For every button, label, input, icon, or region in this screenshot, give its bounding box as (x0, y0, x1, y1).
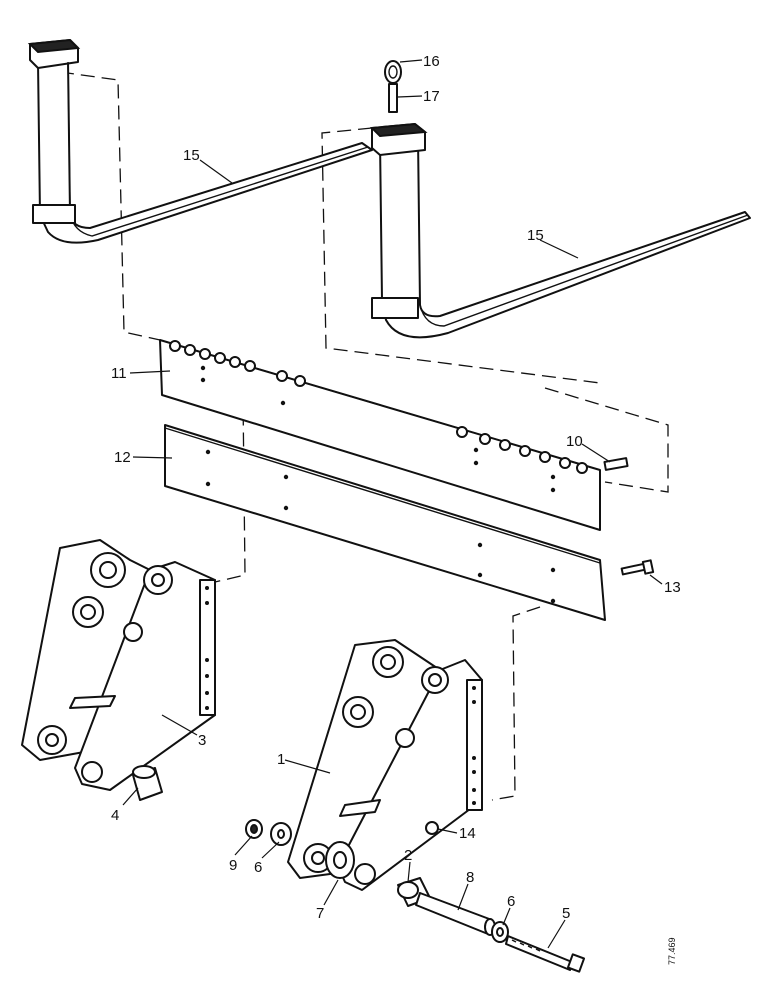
callout-6-right: 6 (507, 893, 515, 910)
nut-14 (425, 821, 439, 835)
callout-15-left: 15 (183, 147, 200, 164)
upper-carriage-bar (159, 339, 601, 531)
drawing-code: 77.469 (667, 937, 677, 965)
bolt-13 (620, 559, 655, 576)
callout-13: 13 (664, 579, 681, 596)
callout-8: 8 (466, 869, 474, 886)
locking-pin (603, 457, 629, 471)
callout-3: 3 (198, 732, 206, 749)
callout-14: 14 (459, 825, 476, 842)
nut-9 (245, 819, 263, 839)
callout-12: 12 (114, 449, 131, 466)
fork-tine-left (27, 38, 373, 244)
roller-7 (325, 841, 355, 879)
callout-15-right: 15 (527, 227, 544, 244)
left-bracket-assembly (21, 539, 216, 791)
right-bracket-assembly (287, 639, 483, 891)
bolt-5 (505, 935, 586, 973)
callout-6-left: 6 (254, 859, 262, 876)
ring-pin (384, 60, 402, 113)
callout-9: 9 (229, 857, 237, 874)
callout-5: 5 (562, 905, 570, 922)
washer-6-right (491, 921, 509, 943)
callout-4: 4 (111, 807, 119, 824)
washer-6-left (270, 822, 292, 846)
callout-17: 17 (423, 88, 440, 105)
callout-labels: 16 17 15 15 11 12 10 13 3 4 1 9 6 7 2 8 … (111, 53, 681, 922)
callout-16: 16 (423, 53, 440, 70)
bushing-4 (132, 765, 163, 801)
lower-carriage-bar (164, 424, 606, 621)
callout-2: 2 (404, 847, 412, 864)
callout-1: 1 (277, 751, 285, 768)
fork-tine-right (369, 122, 751, 339)
callout-7: 7 (316, 905, 324, 922)
shaft-8 (415, 892, 496, 936)
callout-11: 11 (111, 365, 127, 382)
bar-notches (169, 340, 588, 474)
callout-leaders (122, 59, 663, 949)
callout-10: 10 (566, 433, 583, 450)
